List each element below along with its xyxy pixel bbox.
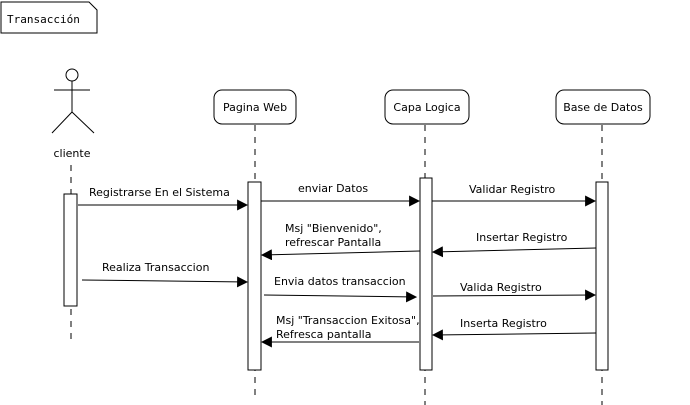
message-validar-registro: Validar Registro — [432, 183, 597, 207]
actor-head — [65, 68, 79, 82]
frame-title: Transacción — [7, 13, 80, 26]
activation-base-de-datos — [595, 181, 609, 371]
activation-capa-logica — [419, 177, 433, 371]
message-bienvenido: Msj "Bienvenido", refrescar Pantalla — [260, 222, 421, 261]
message-enviar-datos: enviar Datos — [261, 182, 421, 207]
participant-label-web: Pagina Web — [223, 101, 287, 114]
message-transaccion-exitosa: Msj "Transaccion Exitosa", Refresca pant… — [260, 314, 420, 348]
participant-label-db: Base de Datos — [563, 101, 643, 114]
actor-leg-left — [51, 111, 73, 134]
message-label: Registrarse En el Sistema — [89, 186, 230, 199]
message-registrarse: Registrarse En el Sistema — [78, 186, 249, 211]
message-label-line-1: Msj "Bienvenido", — [285, 222, 382, 235]
message-label-line-2: refrescar Pantalla — [285, 236, 381, 249]
message-label-line-2: Refresca pantalla — [276, 328, 371, 341]
message-label: enviar Datos — [298, 182, 368, 195]
message-label: Valida Registro — [460, 281, 542, 294]
message-envia-datos-transaccion: Envia datos transaccion — [263, 275, 418, 303]
participant-label-logic: Capa Logica — [393, 101, 460, 114]
message-label: Envia datos transaccion — [274, 275, 406, 288]
actor-leg-right — [71, 111, 95, 134]
actor-label: cliente — [54, 147, 91, 160]
frame-label: Transacción — [0, 1, 98, 34]
message-label: Realiza Transaccion — [102, 261, 209, 274]
activation-pagina-web — [247, 181, 262, 371]
message-label-line-1: Msj "Transaccion Exitosa", — [276, 314, 420, 327]
participant-pagina-web: Pagina Web — [213, 89, 297, 125]
activation-cliente — [63, 193, 78, 307]
message-insertar-registro: Insertar Registro — [431, 231, 597, 258]
message-label: Inserta Registro — [460, 317, 547, 330]
message-label: Validar Registro — [469, 183, 556, 196]
message-inserta-registro: Inserta Registro — [431, 317, 597, 341]
message-label: Insertar Registro — [476, 231, 568, 244]
message-realiza-transaccion: Realiza Transaccion — [81, 261, 249, 288]
message-valida-registro: Valida Registro — [432, 281, 597, 301]
participant-capa-logica: Capa Logica — [384, 89, 470, 125]
participant-base-de-datos: Base de Datos — [555, 89, 651, 125]
actor-cliente: cliente — [51, 68, 95, 160]
